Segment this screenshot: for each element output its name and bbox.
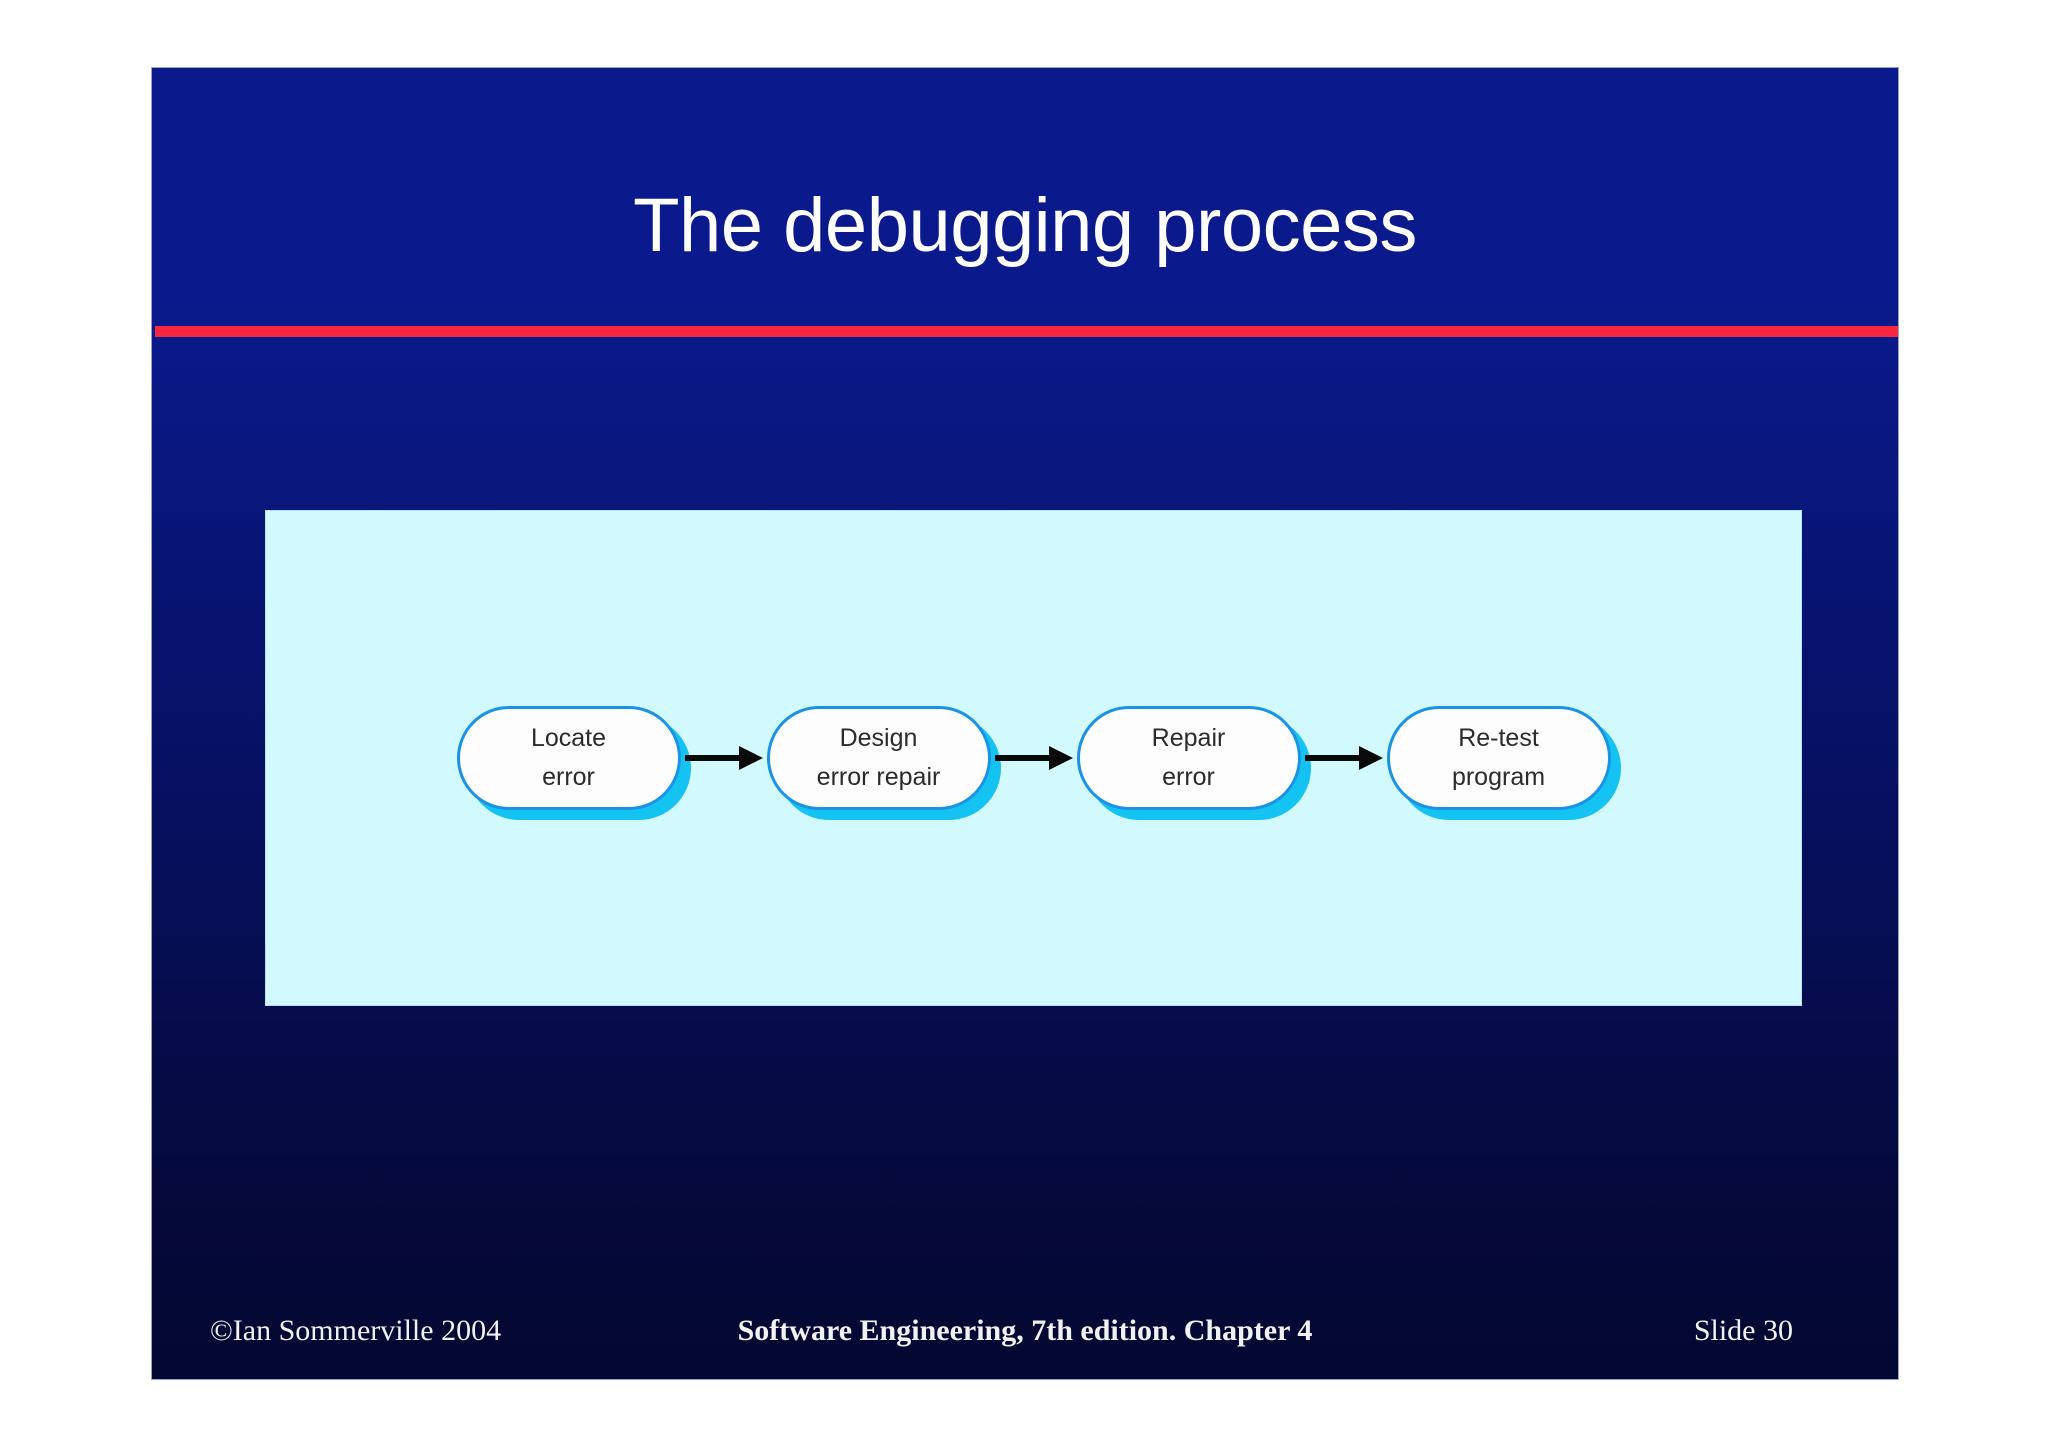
node-label-line1: Repair — [1151, 724, 1226, 753]
flow-node-retest-program[interactable]: Re-test program — [1386, 706, 1621, 820]
footer-copyright: ©Ian Sommerville 2004 — [210, 1314, 502, 1347]
node-label-line2: error repair — [816, 763, 941, 791]
node-label-line2: error — [1162, 763, 1215, 791]
title-divider-rule — [155, 326, 1898, 337]
node-label-line1: Locate — [530, 724, 607, 753]
page-title: The debugging process — [633, 183, 1417, 268]
node-body: Re-test program — [1386, 706, 1611, 810]
arrow-design-to-repair-icon — [991, 746, 1077, 770]
footer-slide-number: Slide 30 — [1693, 1314, 1793, 1347]
debugging-process-diagram: Locate error Design error repair — [266, 511, 1801, 1005]
node-body: Repair error — [1076, 706, 1301, 810]
slide-footer: ©Ian Sommerville 2004 Software Engineeri… — [152, 1311, 1898, 1351]
node-label-line2: error — [542, 763, 595, 791]
node-label-line1: Design — [839, 724, 918, 753]
arrow-shaft — [994, 755, 1055, 761]
node-body: Design error repair — [766, 706, 991, 810]
arrow-head — [1358, 746, 1383, 770]
arrow-locate-to-design-icon — [681, 746, 767, 770]
presentation-slide: The debugging process Locate error Desig… — [152, 68, 1898, 1379]
flow-chart-row: Locate error Design error repair — [266, 511, 1801, 1005]
arrow-shaft — [1304, 755, 1365, 761]
node-body: Locate error — [456, 706, 681, 810]
arrow-head — [738, 746, 763, 770]
arrow-head — [1048, 746, 1073, 770]
flow-node-locate-error[interactable]: Locate error — [456, 706, 691, 820]
flow-node-design-error-repair[interactable]: Design error repair — [766, 706, 1001, 820]
node-label-line1: Re-test — [1458, 724, 1539, 753]
arrow-repair-to-retest-icon — [1301, 746, 1387, 770]
arrow-shaft — [684, 755, 745, 761]
footer-book-reference: Software Engineering, 7th edition. Chapt… — [737, 1314, 1313, 1347]
flow-node-repair-error[interactable]: Repair error — [1076, 706, 1311, 820]
node-label-line2: program — [1451, 763, 1546, 791]
